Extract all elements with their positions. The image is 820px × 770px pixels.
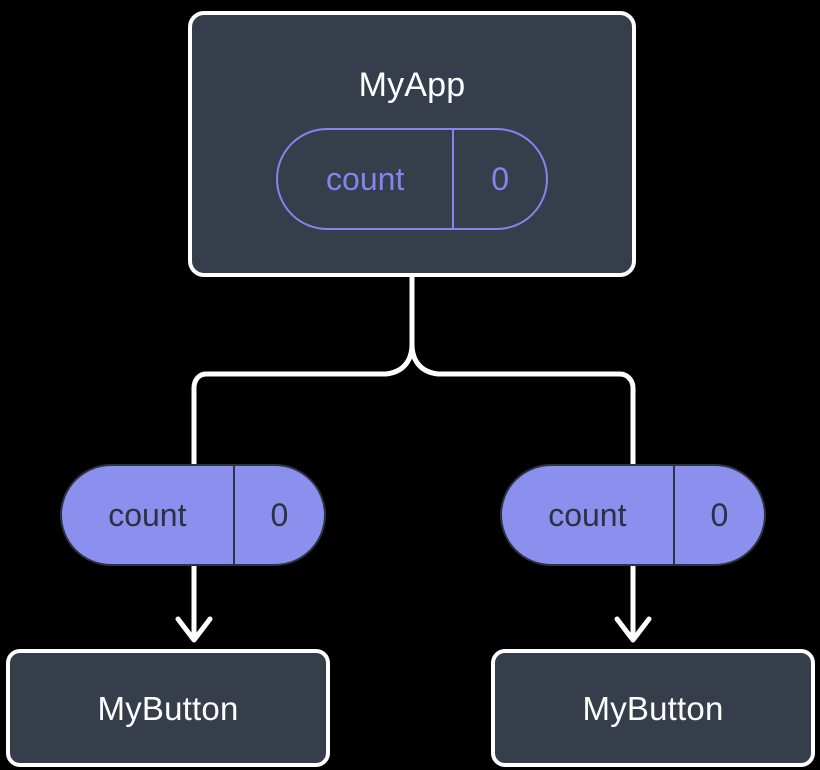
prop-pill-right[interactable]: count 0 [500,464,766,566]
state-pill-key: count [278,130,455,228]
component-label-mybutton-right: MyButton [582,689,724,727]
component-label-mybutton-left: MyButton [97,689,239,727]
prop-arrow-right-head [614,616,652,643]
prop-pill-left[interactable]: count 0 [60,464,326,566]
component-label-myapp: MyApp [358,66,466,104]
state-fork-connector-right [409,341,636,469]
component-box-mybutton-right[interactable]: MyButton [491,649,815,767]
state-fork-connector [191,274,415,469]
prop-pill-key: count [502,466,675,564]
prop-pill-value: 0 [270,497,289,533]
prop-arrow-left-head [175,616,213,643]
state-pill-myapp[interactable]: count 0 [276,128,548,230]
prop-pill-key: count [62,466,235,564]
state-pill-value: 0 [491,161,510,197]
component-box-myapp[interactable]: MyApp [188,11,636,277]
component-box-mybutton-left[interactable]: MyButton [6,649,330,767]
prop-pill-value: 0 [710,497,729,533]
